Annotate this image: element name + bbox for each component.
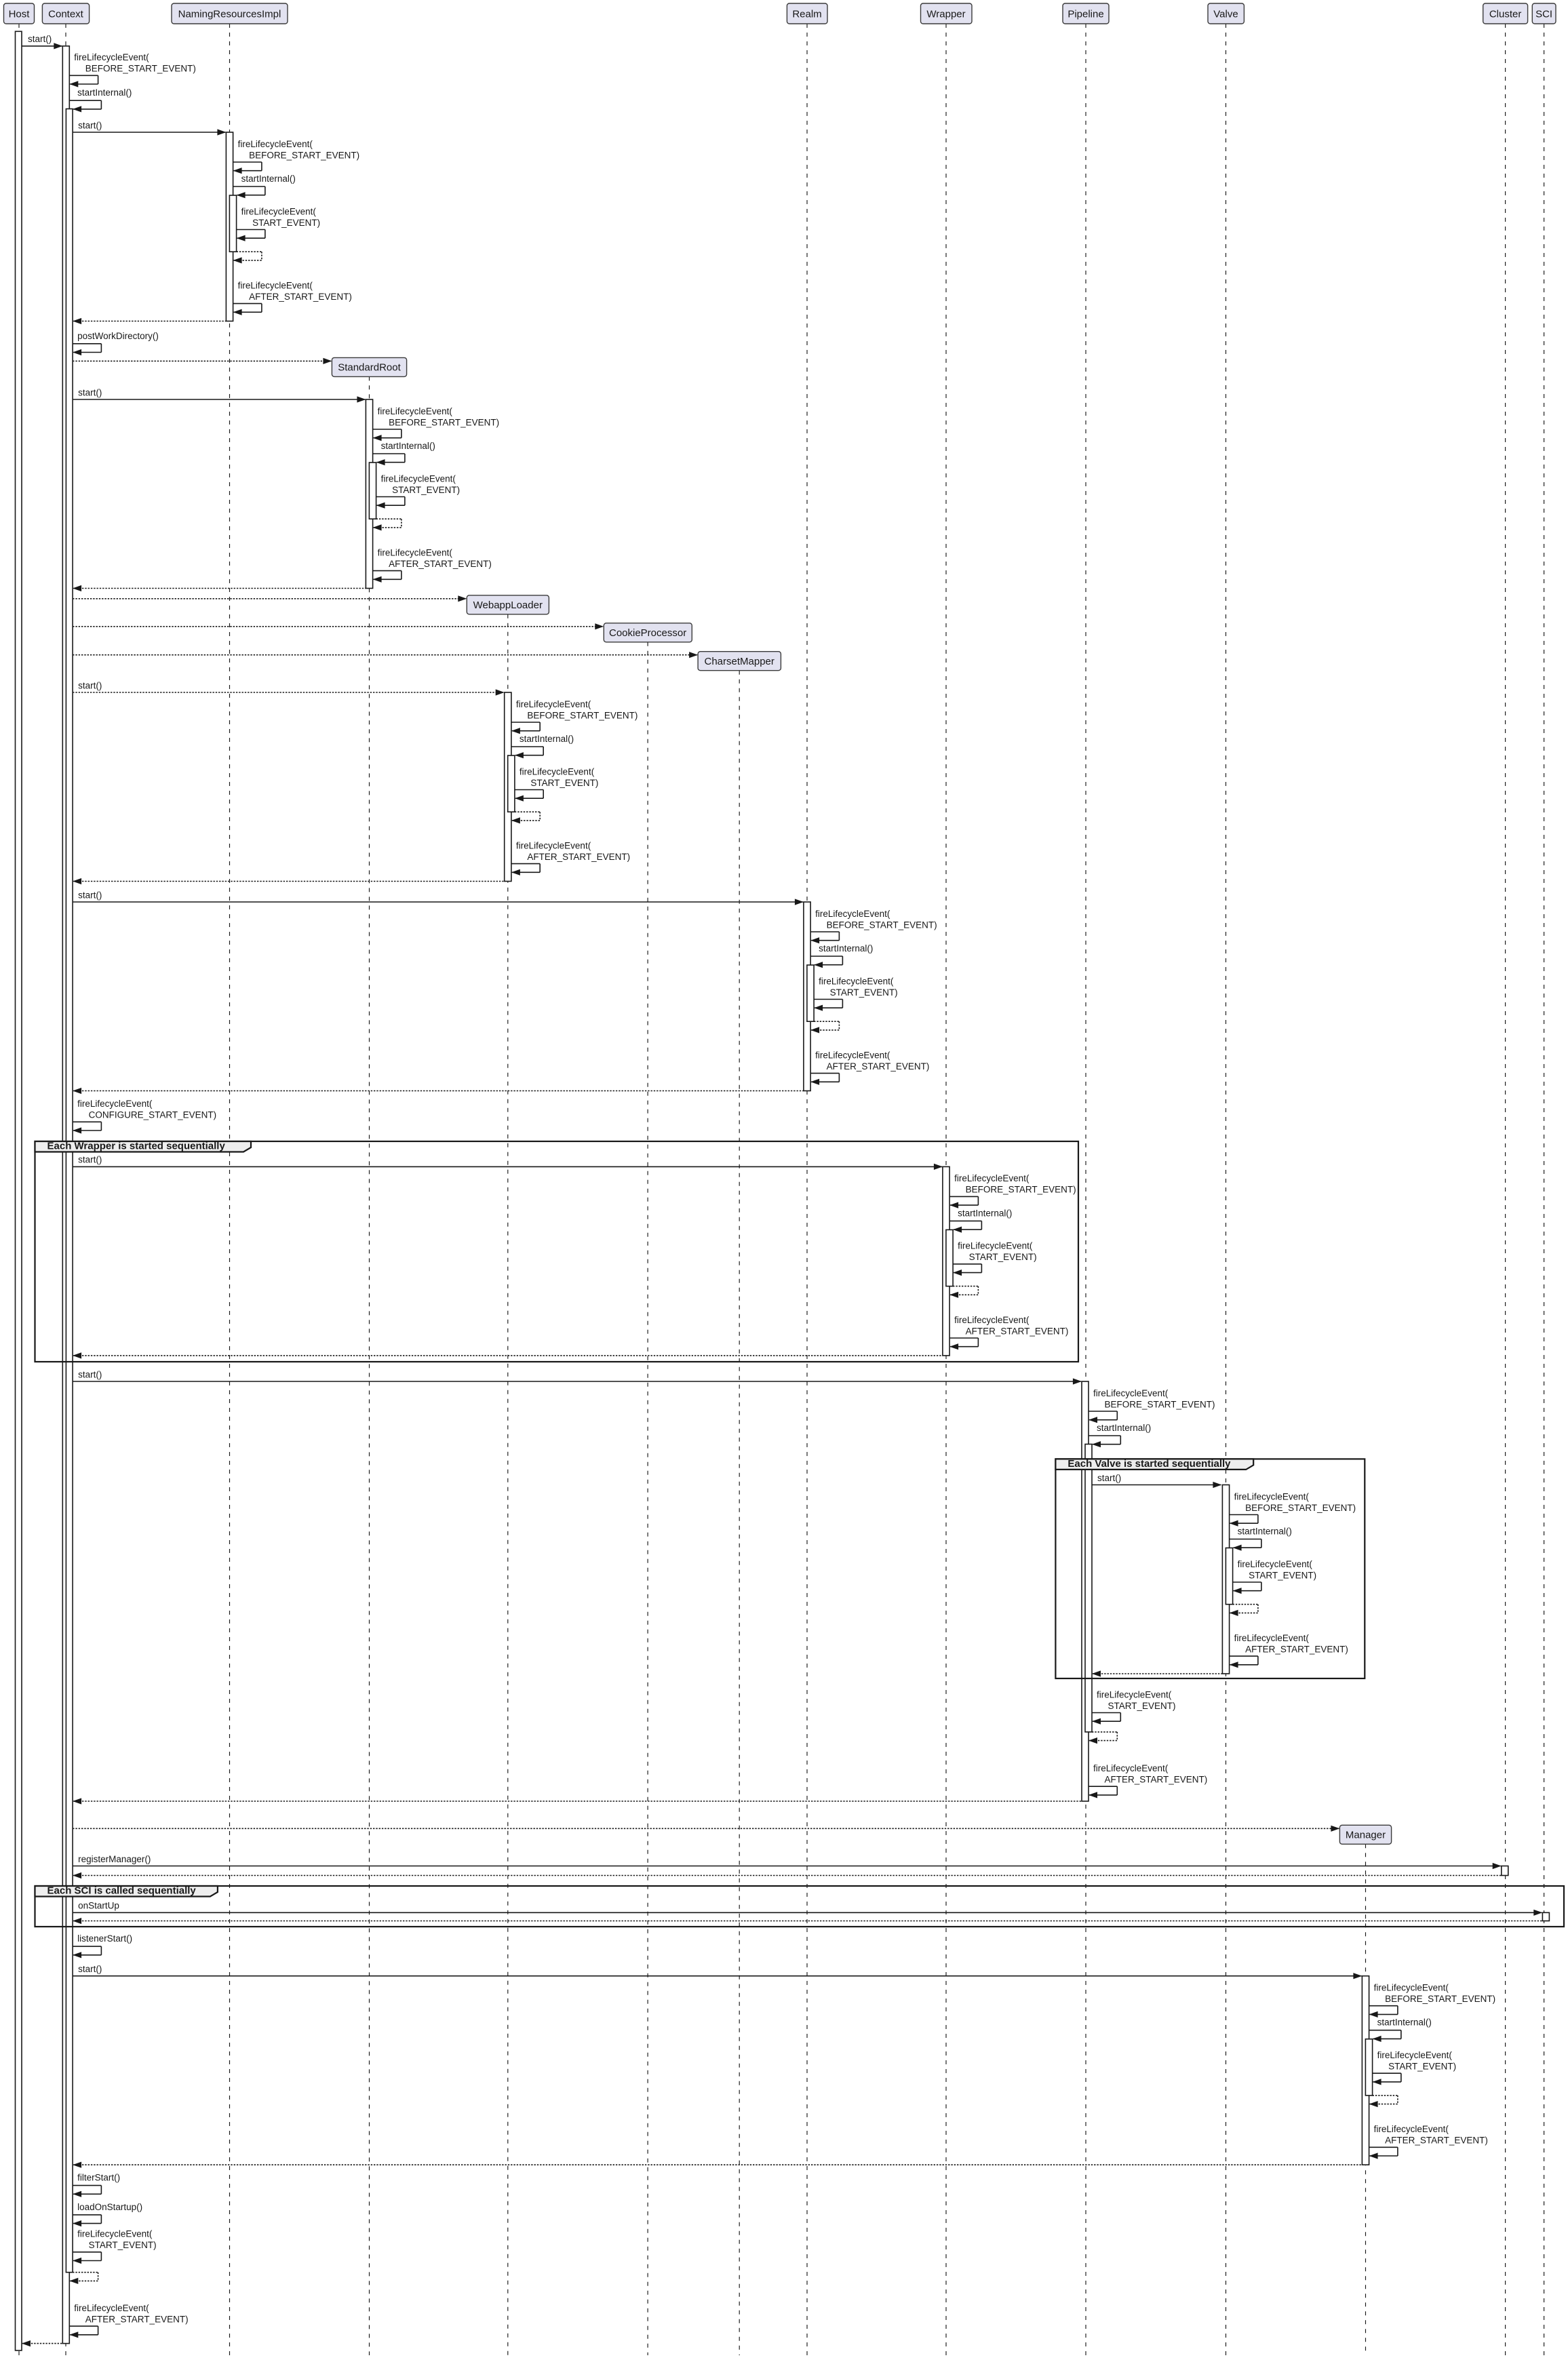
svg-text:fireLifecycleEvent(: fireLifecycleEvent( [1097,1689,1172,1699]
svg-text:startInternal(): startInternal() [819,943,873,953]
svg-text:Each SCI is called sequentiall: Each SCI is called sequentially [47,1885,197,1897]
svg-text:startInternal(): startInternal() [1097,1423,1151,1433]
svg-text:START_EVENT): START_EVENT) [530,778,598,788]
svg-text:loadOnStartup(): loadOnStartup() [77,2202,142,2212]
svg-text:fireLifecycleEvent(: fireLifecycleEvent( [1374,1983,1449,1993]
svg-text:fireLifecycleEvent(: fireLifecycleEvent( [1238,1559,1313,1569]
svg-text:AFTER_START_EVENT): AFTER_START_EVENT) [1245,1644,1348,1654]
svg-text:start(): start() [78,1964,102,1974]
svg-text:fireLifecycleEvent(: fireLifecycleEvent( [1374,2124,1449,2134]
svg-text:onStartUp: onStartUp [78,1901,119,1911]
svg-text:startInternal(): startInternal() [381,441,435,451]
svg-text:SCI: SCI [1535,8,1552,20]
svg-text:start(): start() [78,120,102,130]
svg-text:AFTER_START_EVENT): AFTER_START_EVENT) [85,2314,189,2324]
svg-text:AFTER_START_EVENT): AFTER_START_EVENT) [527,852,630,862]
svg-text:Valve: Valve [1213,8,1238,20]
svg-text:StandardRoot: StandardRoot [338,362,401,374]
svg-text:BEFORE_START_EVENT): BEFORE_START_EVENT) [249,150,359,160]
svg-text:AFTER_START_EVENT): AFTER_START_EVENT) [1105,1775,1208,1785]
svg-text:BEFORE_START_EVENT): BEFORE_START_EVENT) [527,710,638,720]
svg-text:start(): start() [28,34,52,44]
svg-text:fireLifecycleEvent(: fireLifecycleEvent( [819,976,894,986]
svg-text:CookieProcessor: CookieProcessor [609,627,686,639]
svg-text:AFTER_START_EVENT): AFTER_START_EVENT) [389,559,492,569]
svg-text:BEFORE_START_EVENT): BEFORE_START_EVENT) [1105,1399,1215,1409]
svg-text:postWorkDirectory(): postWorkDirectory() [77,331,159,341]
svg-text:Pipeline: Pipeline [1067,8,1103,20]
svg-text:start(): start() [78,890,102,900]
svg-text:fireLifecycleEvent(: fireLifecycleEvent( [1093,1388,1169,1398]
svg-text:NamingResourcesImpl: NamingResourcesImpl [178,8,281,20]
svg-text:AFTER_START_EVENT): AFTER_START_EVENT) [249,292,352,302]
svg-text:fireLifecycleEvent(: fireLifecycleEvent( [381,473,456,484]
svg-text:fireLifecycleEvent(: fireLifecycleEvent( [954,1315,1030,1325]
svg-text:fireLifecycleEvent(: fireLifecycleEvent( [520,766,595,776]
svg-text:fireLifecycleEvent(: fireLifecycleEvent( [1093,1763,1169,1773]
svg-text:startInternal(): startInternal() [520,734,574,744]
svg-text:fireLifecycleEvent(: fireLifecycleEvent( [238,280,313,290]
svg-text:WebappLoader: WebappLoader [473,599,543,611]
svg-text:fireLifecycleEvent(: fireLifecycleEvent( [1377,2050,1453,2060]
svg-text:START_EVENT): START_EVENT) [969,1252,1037,1262]
svg-text:START_EVENT): START_EVENT) [252,218,320,228]
svg-text:BEFORE_START_EVENT): BEFORE_START_EVENT) [1385,1994,1495,2004]
svg-text:registerManager(): registerManager() [78,1854,151,1864]
svg-text:fireLifecycleEvent(: fireLifecycleEvent( [954,1173,1030,1183]
svg-text:fireLifecycleEvent(: fireLifecycleEvent( [378,406,453,416]
svg-text:filterStart(): filterStart() [77,2173,120,2183]
svg-text:start(): start() [78,680,102,690]
svg-text:START_EVENT): START_EVENT) [830,987,898,998]
svg-text:start(): start() [78,1155,102,1165]
svg-text:AFTER_START_EVENT): AFTER_START_EVENT) [827,1061,930,1071]
svg-text:BEFORE_START_EVENT): BEFORE_START_EVENT) [85,64,196,74]
svg-text:fireLifecycleEvent(: fireLifecycleEvent( [74,2303,149,2313]
svg-text:Wrapper: Wrapper [926,8,965,20]
svg-text:fireLifecycleEvent(: fireLifecycleEvent( [516,840,591,850]
svg-text:Each Wrapper is started sequen: Each Wrapper is started sequentially [47,1141,226,1152]
svg-text:AFTER_START_EVENT): AFTER_START_EVENT) [1385,2136,1488,2146]
svg-text:Manager: Manager [1346,1830,1386,1841]
svg-text:startInternal(): startInternal() [958,1208,1012,1218]
svg-text:BEFORE_START_EVENT): BEFORE_START_EVENT) [1245,1503,1356,1513]
svg-text:fireLifecycleEvent(: fireLifecycleEvent( [1234,1633,1310,1643]
svg-text:start(): start() [78,387,102,397]
svg-text:startInternal(): startInternal() [1238,1527,1292,1537]
svg-text:fireLifecycleEvent(: fireLifecycleEvent( [77,2229,153,2239]
svg-text:fireLifecycleEvent(: fireLifecycleEvent( [958,1241,1033,1251]
svg-text:fireLifecycleEvent(: fireLifecycleEvent( [815,909,890,919]
svg-text:Host: Host [9,8,31,20]
svg-text:fireLifecycleEvent(: fireLifecycleEvent( [378,547,453,557]
svg-text:start(): start() [1097,1473,1121,1483]
svg-text:Context: Context [48,8,84,20]
svg-text:START_EVENT): START_EVENT) [1249,1570,1316,1580]
svg-text:START_EVENT): START_EVENT) [392,485,460,495]
svg-text:startInternal(): startInternal() [241,174,296,184]
svg-text:fireLifecycleEvent(: fireLifecycleEvent( [1234,1491,1310,1501]
svg-text:BEFORE_START_EVENT): BEFORE_START_EVENT) [966,1185,1076,1195]
svg-text:START_EVENT): START_EVENT) [1388,2062,1456,2072]
svg-text:Each Valve is started sequenti: Each Valve is started sequentially [1067,1458,1231,1470]
svg-text:CONFIGURE_START_EVENT): CONFIGURE_START_EVENT) [89,1110,217,1120]
svg-text:START_EVENT): START_EVENT) [89,2240,157,2250]
svg-text:fireLifecycleEvent(: fireLifecycleEvent( [238,139,313,149]
svg-text:BEFORE_START_EVENT): BEFORE_START_EVENT) [827,920,937,930]
svg-text:Cluster: Cluster [1489,8,1522,20]
svg-text:Realm: Realm [792,8,821,20]
svg-text:CharsetMapper: CharsetMapper [705,656,775,667]
svg-text:fireLifecycleEvent(: fireLifecycleEvent( [77,1099,153,1109]
svg-text:startInternal(): startInternal() [77,87,132,98]
svg-text:START_EVENT): START_EVENT) [1108,1701,1176,1711]
svg-text:fireLifecycleEvent(: fireLifecycleEvent( [241,206,317,216]
svg-text:fireLifecycleEvent(: fireLifecycleEvent( [516,699,591,709]
svg-text:startInternal(): startInternal() [1377,2018,1432,2028]
svg-text:listenerStart(): listenerStart() [77,1933,132,1944]
svg-text:fireLifecycleEvent(: fireLifecycleEvent( [74,52,149,62]
svg-text:BEFORE_START_EVENT): BEFORE_START_EVENT) [389,417,499,427]
svg-text:fireLifecycleEvent(: fireLifecycleEvent( [815,1050,890,1060]
svg-text:AFTER_START_EVENT): AFTER_START_EVENT) [966,1326,1069,1336]
svg-text:start(): start() [78,1369,102,1379]
